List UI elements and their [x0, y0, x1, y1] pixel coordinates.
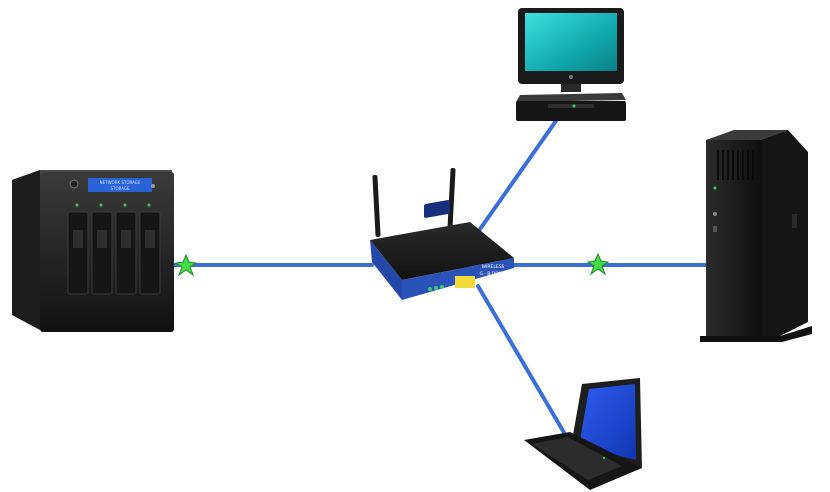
tower-side-slot: [792, 214, 797, 228]
tower-led: [713, 186, 717, 190]
nas-drive-bays: [67, 203, 161, 295]
router-antenna-right: [447, 168, 456, 231]
router-side: [370, 240, 402, 300]
monitor-stand: [561, 84, 581, 92]
tower-foot: [700, 326, 812, 342]
laptop-led: [602, 456, 606, 460]
nas-status-led: [151, 184, 155, 188]
laptop-screen: [579, 384, 636, 460]
router-icon[interactable]: WIRELESS G · B DRAFT: [370, 168, 514, 300]
nas-bay: [115, 211, 137, 295]
nas-bay-led: [99, 203, 103, 207]
nas-power-icon: [69, 179, 79, 189]
router-badge: [455, 276, 475, 288]
nas-icon[interactable]: NETWORK STORAGE STORAGE: [12, 170, 174, 332]
nas-display-text-2: STORAGE: [110, 186, 130, 191]
tower-port: [713, 226, 717, 232]
desktop-led: [572, 104, 576, 108]
link-router-desktop[interactable]: [476, 116, 560, 234]
router-top: [370, 222, 514, 280]
monitor-screen: [525, 13, 617, 71]
tower-side: [760, 130, 808, 336]
router-led: [434, 286, 438, 290]
nas-bay: [139, 211, 161, 295]
router-antenna-left: [372, 174, 381, 237]
router-led: [428, 287, 432, 291]
monitor-power-icon: [569, 75, 573, 79]
nas-bay-led: [75, 203, 79, 207]
nas-bay-handle: [145, 230, 155, 248]
nas-bay: [91, 211, 113, 295]
nas-bay-led: [123, 203, 127, 207]
router-led-panel: [424, 199, 450, 218]
nas-bay-handle: [121, 230, 131, 248]
laptop-icon[interactable]: [524, 378, 642, 490]
links: [173, 116, 707, 438]
nas-bay: [67, 211, 89, 295]
fault-star-icon: [174, 253, 198, 277]
router-led: [440, 285, 444, 289]
fault-marker-nas[interactable]: [174, 253, 198, 277]
tower-vents: [717, 150, 754, 180]
router-label-1: WIRELESS: [482, 264, 505, 270]
nas-display: [88, 178, 152, 192]
nas-display-text-1: NETWORK STORAGE: [100, 180, 141, 185]
laptop-keyboard: [532, 437, 622, 480]
fault-marker-tower[interactable]: [586, 252, 610, 276]
desktop-box-front: [516, 101, 626, 121]
desktop-box-top: [516, 93, 626, 102]
tower-power-icon: [713, 212, 717, 216]
nas-side: [12, 170, 40, 330]
link-router-laptop[interactable]: [476, 284, 568, 438]
monitor-icon[interactable]: [516, 8, 626, 121]
server-icon[interactable]: [700, 130, 812, 342]
nas-bay-led: [147, 203, 151, 207]
tower-top: [706, 130, 788, 140]
desktop-drive-bay: [548, 104, 594, 108]
router-label-2: G · B DRAFT: [479, 271, 506, 277]
fault-star-icon: [586, 252, 610, 276]
nas-bay-handle: [97, 230, 107, 248]
nas-bay-handle: [73, 230, 83, 248]
